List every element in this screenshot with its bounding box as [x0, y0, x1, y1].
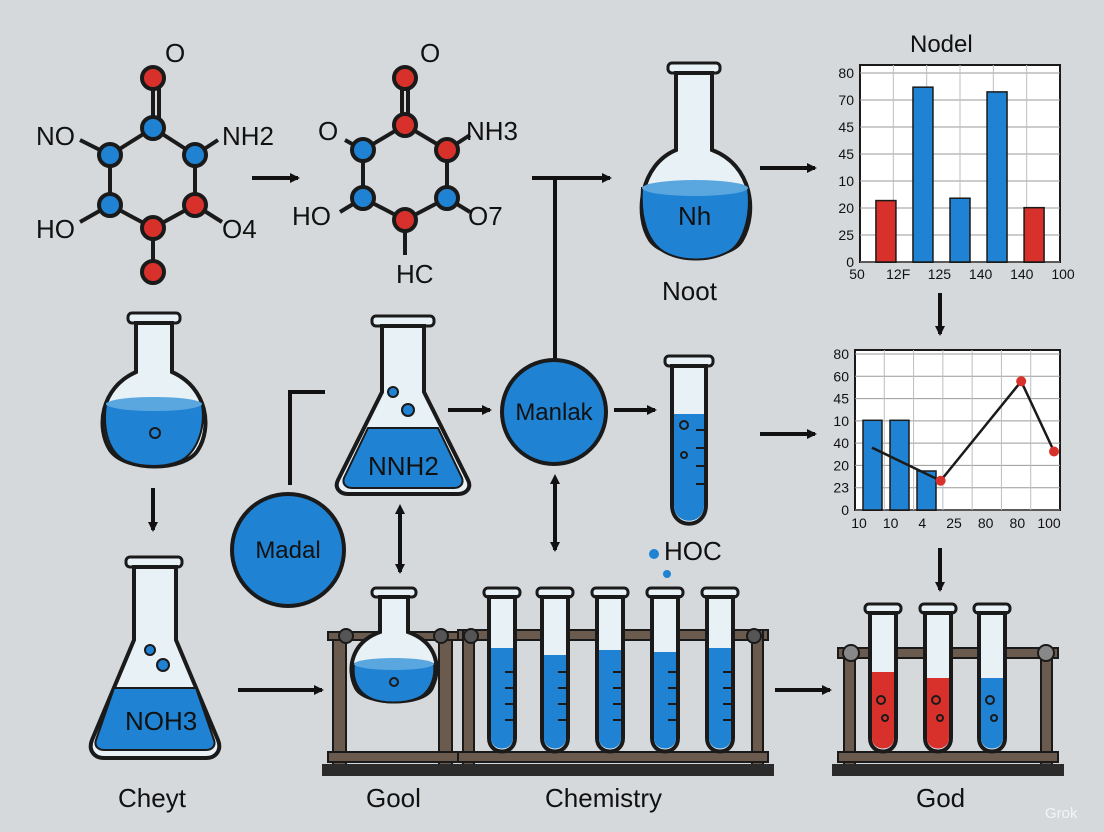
line-bar-chart-y-tick-label: 20	[833, 457, 849, 473]
molecule-1	[79, 65, 224, 285]
red-rack-test-tube	[863, 602, 903, 754]
manlak-node-label: Manlak	[515, 399, 593, 426]
bar-chart-y-tick-label: 10	[838, 173, 854, 189]
molecule-2-bottom-label: HC	[396, 259, 434, 289]
middle-erlenmeyer-flask	[334, 314, 472, 496]
bar-chart-y-tick-label: 0	[846, 254, 854, 270]
line-bar-chart-x-tick-label: 10	[851, 515, 867, 531]
bar-chart-x-tick-label: 140	[1010, 266, 1034, 282]
bar-chart-bar	[875, 199, 897, 263]
molecule-2-left-label: O	[318, 116, 338, 146]
middle-erlenmeyer-liquid-label: NNH2	[368, 451, 439, 481]
molecule-2-right-label: NH3	[466, 116, 518, 146]
madal-node	[230, 390, 346, 608]
rack-test-tube	[700, 586, 740, 754]
bar-chart-title: Nodel	[910, 31, 973, 58]
top-round-flask	[639, 61, 753, 261]
red-tube-rack	[832, 602, 1064, 776]
line-bar-chart-y-tick-label: 10	[833, 413, 849, 429]
molecule-2-top-label: O	[420, 38, 440, 68]
flask-rack	[322, 586, 464, 776]
bar-chart-y-tick-label: 80	[838, 65, 854, 81]
bar-chart-x-tick-label: 12F	[886, 266, 910, 282]
hoc-bubble-2	[663, 570, 671, 578]
flask-rack-caption: Gool	[366, 783, 421, 813]
line-bar-chart-series-line	[871, 378, 1056, 483]
bar-chart-y-tick-label: 45	[838, 146, 854, 162]
molecule-2-bottom-right-label: O7	[468, 201, 503, 231]
top-flask-caption: Noot	[662, 276, 718, 306]
tube-rack-note: HOC	[664, 536, 722, 566]
bar-chart-x-tick-label: 140	[969, 266, 993, 282]
red-rack-test-tube	[918, 602, 958, 754]
line-bar-chart-point	[1016, 376, 1027, 387]
line-bar-chart-point	[1049, 446, 1060, 457]
top-flask-liquid-label: Nh	[678, 201, 711, 231]
line-bar-chart-y-tick-label: 80	[833, 346, 849, 362]
line-bar-chart-y-tick-label: 40	[833, 435, 849, 451]
left-round-flask	[100, 311, 208, 469]
test-tube-rack	[452, 586, 774, 776]
molecule-1-bottom-right-label: O4	[222, 214, 257, 244]
manlak-node	[500, 358, 608, 466]
rack-test-tube	[590, 586, 630, 754]
bottom-erlenmeyer-flask	[88, 555, 222, 760]
bar-chart-x-tick-label: 125	[928, 266, 952, 282]
rack-test-tube	[645, 586, 685, 754]
bottom-erlenmeyer-caption: Cheyt	[118, 783, 187, 813]
tube-rack-caption: Chemistry	[545, 783, 662, 813]
bar-chart-bar	[949, 197, 971, 263]
bar-chart-bar	[912, 86, 934, 263]
bar-chart-x-tick-label: 100	[1051, 266, 1075, 282]
bar-chart-bar	[986, 91, 1008, 263]
red-rack-test-tube	[972, 602, 1012, 754]
line-bar-chart-bar	[862, 419, 883, 511]
molecule-1-bottom-left-label: HO	[36, 214, 75, 244]
single-test-tube	[663, 354, 715, 526]
red-rack-caption: God	[916, 783, 965, 813]
line-bar-chart-x-tick-label: 4	[918, 515, 926, 531]
hoc-bubble-1	[649, 549, 659, 559]
molecule-2	[338, 65, 472, 255]
line-bar-chart-x-tick-label: 25	[946, 515, 962, 531]
line-bar-chart-y-tick-label: 60	[833, 368, 849, 384]
molecule-1-right-label: NH2	[222, 121, 274, 151]
molecule-1-top-label: O	[165, 38, 185, 68]
rack-test-tube	[535, 586, 575, 754]
bar-chart-y-tick-label: 70	[838, 92, 854, 108]
line-bar-chart-bar	[916, 470, 937, 511]
bar-chart-y-tick-label: 25	[838, 227, 854, 243]
bottom-erlenmeyer-liquid-label: NOH3	[125, 706, 197, 736]
line-bar-chart-x-tick-label: 80	[978, 515, 994, 531]
molecule-1-left-label: NO	[36, 121, 75, 151]
bar-chart: Nodel 80 70 45 45 10 20 25 050 12F 125 140 140 100	[838, 31, 1074, 282]
line-bar-chart-x-tick-label: 80	[1010, 515, 1026, 531]
line-bar-chart-y-tick-label: 0	[841, 502, 849, 518]
line-bar-chart-y-tick-label: 23	[833, 480, 849, 496]
line-bar-chart-x-tick-label: 100	[1037, 515, 1061, 531]
line-bar-chart-plot-area	[854, 349, 1061, 511]
rack-test-tube	[482, 586, 522, 754]
bar-chart-y-tick-label: 20	[838, 200, 854, 216]
watermark: Grok	[1045, 805, 1078, 822]
molecule-2-bottom-left-label: HO	[292, 201, 331, 231]
madal-node-label: Madal	[255, 537, 320, 564]
line-bar-chart-y-tick-label: 45	[833, 391, 849, 407]
line-bar-chart-x-tick-label: 10	[883, 515, 899, 531]
bar-chart-x-tick-label: 50	[849, 266, 865, 282]
line-bar-chart-point	[935, 475, 946, 486]
bar-chart-bar	[1023, 206, 1045, 263]
bar-chart-y-tick-label: 45	[838, 119, 854, 135]
